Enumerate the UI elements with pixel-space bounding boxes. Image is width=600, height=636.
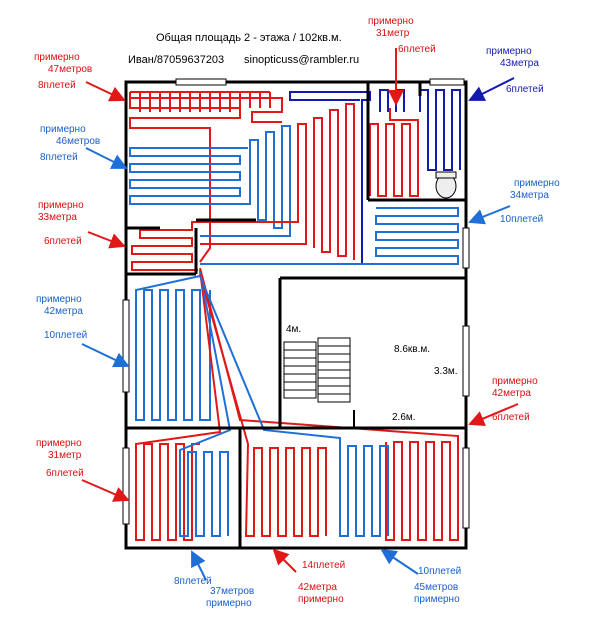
plan-title: Общая площадь 2 - этажа / 102кв.м. xyxy=(156,32,342,44)
room-area: 8.6кв.м. xyxy=(394,344,431,355)
loop-label-top-right: примерно 43метра 6плетей xyxy=(486,46,544,95)
heating-loop-blue-right-2 xyxy=(200,207,459,265)
loop-label-top-center: примерно 31метр 6плетей xyxy=(368,16,436,55)
arrow-left-2 xyxy=(85,147,128,169)
loop-label-left-2: примерно 46метров 8плетей xyxy=(40,124,101,163)
loop-label-bottom-3: 10плетей 45метров примерно xyxy=(414,566,462,605)
arrow-right-2 xyxy=(468,205,511,225)
arrow-top-right xyxy=(468,77,515,101)
loop-label-left-5: примерно 31метр 6плетей xyxy=(36,438,84,479)
loop-label-top-left: примерно 47метров 8плетей xyxy=(34,52,93,91)
contact-email: sinopticuss@rambler.ru xyxy=(244,54,360,66)
staircase xyxy=(283,337,351,403)
heating-loop-navy-top-right xyxy=(289,89,461,264)
arrow-left-3 xyxy=(87,231,126,249)
toilet-icon xyxy=(435,171,457,199)
arrow-bottom-1 xyxy=(191,550,207,581)
loop-label-left-4: примерно 42метра 10плетей xyxy=(36,294,88,341)
heating-loop-red-top-left-vertical xyxy=(129,91,271,112)
loop-label-right-2: примерно 34метра 10плетей xyxy=(500,178,560,225)
arrow-top-left xyxy=(85,81,126,102)
loop-label-bottom-2: 14плетей 42метра примерно xyxy=(298,560,346,605)
heating-loop-red-right-3 xyxy=(199,267,459,541)
heating-loop-red-left-3 xyxy=(131,123,307,271)
heating-loop-blue-bottom-3 xyxy=(199,275,389,537)
heating-loop-blue-left-2 xyxy=(129,125,291,237)
heating-loop-red-top-center xyxy=(313,103,419,260)
arrow-left-5 xyxy=(81,479,130,502)
room-dim-right: 3.3м. xyxy=(434,366,458,377)
room-dim-left: 4м. xyxy=(286,324,302,335)
arrow-bottom-2 xyxy=(272,548,297,573)
heating-loop-blue-left-4 xyxy=(135,275,211,421)
room-dim-bottom: 2.6м. xyxy=(392,412,416,423)
arrows xyxy=(81,48,519,581)
heating-loop-red-top-left xyxy=(129,97,283,263)
heating-loop-red-bottom-2 xyxy=(199,273,327,537)
arrow-bottom-3 xyxy=(380,548,419,575)
loop-label-bottom-1: 8плетей xyxy=(174,576,212,587)
heating-loop-red-left-5 xyxy=(135,269,222,541)
arrow-left-4 xyxy=(81,343,130,368)
loop-label-bottom-1b: 37метров примерно xyxy=(206,586,255,609)
contact-name-phone: Иван/87059637203 xyxy=(128,54,225,66)
arrow-right-3 xyxy=(468,403,519,426)
heating-loop-blue-bottom-1 xyxy=(179,271,232,537)
loop-label-right-3: примерно 42метра 6плетей xyxy=(492,376,538,423)
windows xyxy=(122,78,470,529)
loop-label-left-3: примерно 33метра 6плетей xyxy=(38,200,84,247)
